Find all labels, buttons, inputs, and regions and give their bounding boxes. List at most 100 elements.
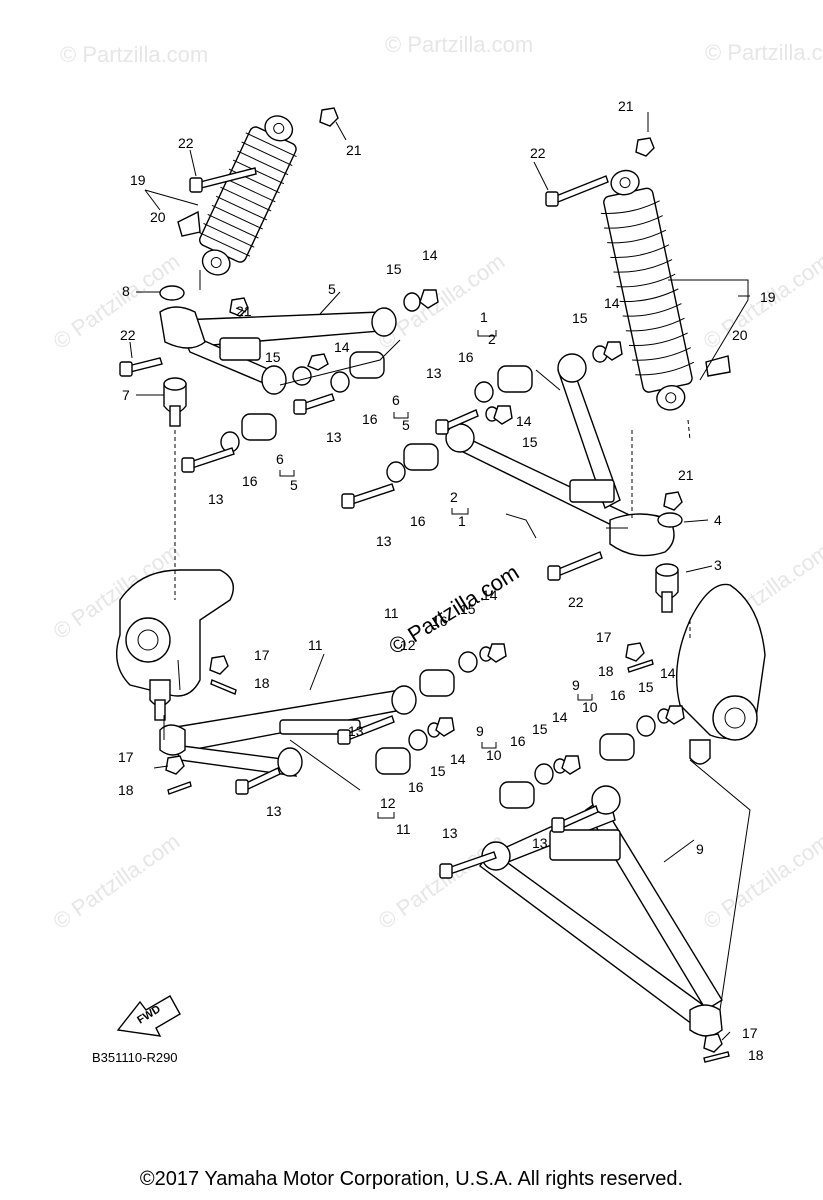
svg-text:13: 13 — [348, 723, 364, 739]
svg-text:16: 16 — [362, 411, 378, 427]
left-knuckle — [116, 569, 237, 721]
right-upper-arm — [445, 353, 675, 557]
svg-text:1: 1 — [458, 513, 466, 529]
svg-text:© Partzilla.com: © Partzilla.com — [385, 32, 533, 57]
left-shock-label — [177, 210, 201, 237]
svg-text:1: 1 — [480, 309, 488, 325]
svg-text:17: 17 — [254, 647, 270, 663]
svg-text:2: 2 — [488, 331, 496, 347]
diagram-reference-code: B351110-R290 — [92, 1050, 178, 1065]
svg-text:3: 3 — [714, 557, 722, 573]
left-lower-bushings — [165, 643, 507, 795]
left-upper-bushings — [220, 289, 439, 453]
svg-text:18: 18 — [748, 1047, 764, 1063]
svg-text:20: 20 — [732, 327, 748, 343]
svg-text:14: 14 — [482, 587, 498, 603]
svg-text:© Partzilla.com: © Partzilla.com — [60, 42, 208, 67]
svg-text:6: 6 — [392, 392, 400, 408]
left-upper-ball-joint — [163, 377, 187, 427]
svg-text:15: 15 — [265, 349, 281, 365]
svg-text:© Partzilla.com: © Partzilla.com — [49, 829, 185, 935]
svg-text:15: 15 — [460, 601, 476, 617]
svg-text:16: 16 — [432, 613, 448, 629]
right-shock-top-bolt — [545, 137, 655, 207]
svg-text:13: 13 — [532, 835, 548, 851]
svg-text:14: 14 — [516, 413, 532, 429]
svg-text:13: 13 — [426, 365, 442, 381]
leader-lines — [129, 112, 750, 1041]
fwd-arrow-icon: FWD — [116, 995, 181, 1037]
svg-text:14: 14 — [422, 247, 438, 263]
assembly-lines — [144, 189, 751, 1011]
svg-text:19: 19 — [760, 289, 776, 305]
svg-text:21: 21 — [236, 303, 252, 319]
svg-text:9: 9 — [696, 841, 704, 857]
watermark-layer: © Partzilla.com © Partzilla.com © Partzi… — [49, 32, 823, 934]
svg-text:4: 4 — [714, 512, 722, 528]
svg-text:14: 14 — [604, 295, 620, 311]
right-lower-bushings — [499, 705, 730, 1063]
svg-text:5: 5 — [402, 417, 410, 433]
svg-text:© Partzilla.com: © Partzilla.com — [705, 40, 823, 65]
right-knuckle — [625, 583, 766, 765]
left-shock-absorber — [199, 115, 297, 276]
left-lower-arm — [159, 685, 417, 777]
right-upper-ball-joint — [655, 512, 683, 613]
svg-text:22: 22 — [568, 594, 584, 610]
svg-text:13: 13 — [208, 491, 224, 507]
svg-text:16: 16 — [510, 733, 526, 749]
svg-text:19: 19 — [130, 172, 146, 188]
svg-text:9: 9 — [476, 723, 484, 739]
svg-text:12: 12 — [400, 637, 416, 653]
svg-text:14: 14 — [450, 751, 466, 767]
svg-text:13: 13 — [326, 429, 342, 445]
svg-text:9: 9 — [572, 677, 580, 693]
callout-numbers: 21 22 19 20 8 21 5 22 7 15 14 15 14 6 5 … — [118, 98, 776, 1063]
right-lower-bolts — [439, 805, 599, 879]
svg-text:15: 15 — [522, 434, 538, 450]
svg-text:21: 21 — [678, 467, 694, 483]
svg-text:16: 16 — [242, 473, 258, 489]
svg-text:22: 22 — [120, 327, 136, 343]
svg-text:6: 6 — [276, 451, 284, 467]
svg-text:18: 18 — [598, 663, 614, 679]
svg-text:2: 2 — [450, 489, 458, 505]
exploded-parts-diagram: © Partzilla.com © Partzilla.com © Partzi… — [49, 32, 823, 1065]
svg-text:17: 17 — [742, 1025, 758, 1041]
svg-text:16: 16 — [408, 779, 424, 795]
svg-text:16: 16 — [410, 513, 426, 529]
svg-text:18: 18 — [254, 675, 270, 691]
svg-text:11: 11 — [384, 605, 399, 621]
svg-text:15: 15 — [638, 679, 654, 695]
svg-text:22: 22 — [530, 145, 546, 161]
svg-text:15: 15 — [386, 261, 402, 277]
svg-text:15: 15 — [430, 763, 446, 779]
svg-text:21: 21 — [618, 98, 634, 114]
svg-text:7: 7 — [122, 387, 130, 403]
svg-text:17: 17 — [596, 629, 612, 645]
svg-text:20: 20 — [150, 209, 166, 225]
svg-text:13: 13 — [266, 803, 282, 819]
svg-text:11: 11 — [308, 637, 323, 653]
svg-text:10: 10 — [582, 699, 598, 715]
right-upper-bolts — [341, 409, 603, 581]
svg-text:14: 14 — [660, 665, 676, 681]
svg-text:14: 14 — [552, 709, 568, 725]
left-lower-bolts — [235, 715, 395, 795]
svg-text:5: 5 — [290, 477, 298, 493]
svg-text:16: 16 — [458, 349, 474, 365]
svg-text:15: 15 — [572, 310, 588, 326]
svg-text:16: 16 — [610, 687, 626, 703]
svg-text:8: 8 — [122, 283, 130, 299]
svg-text:18: 18 — [118, 782, 134, 798]
right-lower-arm — [479, 785, 723, 1037]
svg-text:15: 15 — [532, 721, 548, 737]
right-shock-absorber — [600, 169, 731, 411]
right-upper-bushings — [386, 341, 683, 511]
svg-text:© Partzilla.com: © Partzilla.com — [699, 829, 823, 935]
left-shock-top-bolt — [189, 107, 339, 193]
svg-text:13: 13 — [442, 825, 458, 841]
svg-text:13: 13 — [376, 533, 392, 549]
left-upper-arm — [159, 306, 397, 395]
svg-text:21: 21 — [346, 142, 362, 158]
